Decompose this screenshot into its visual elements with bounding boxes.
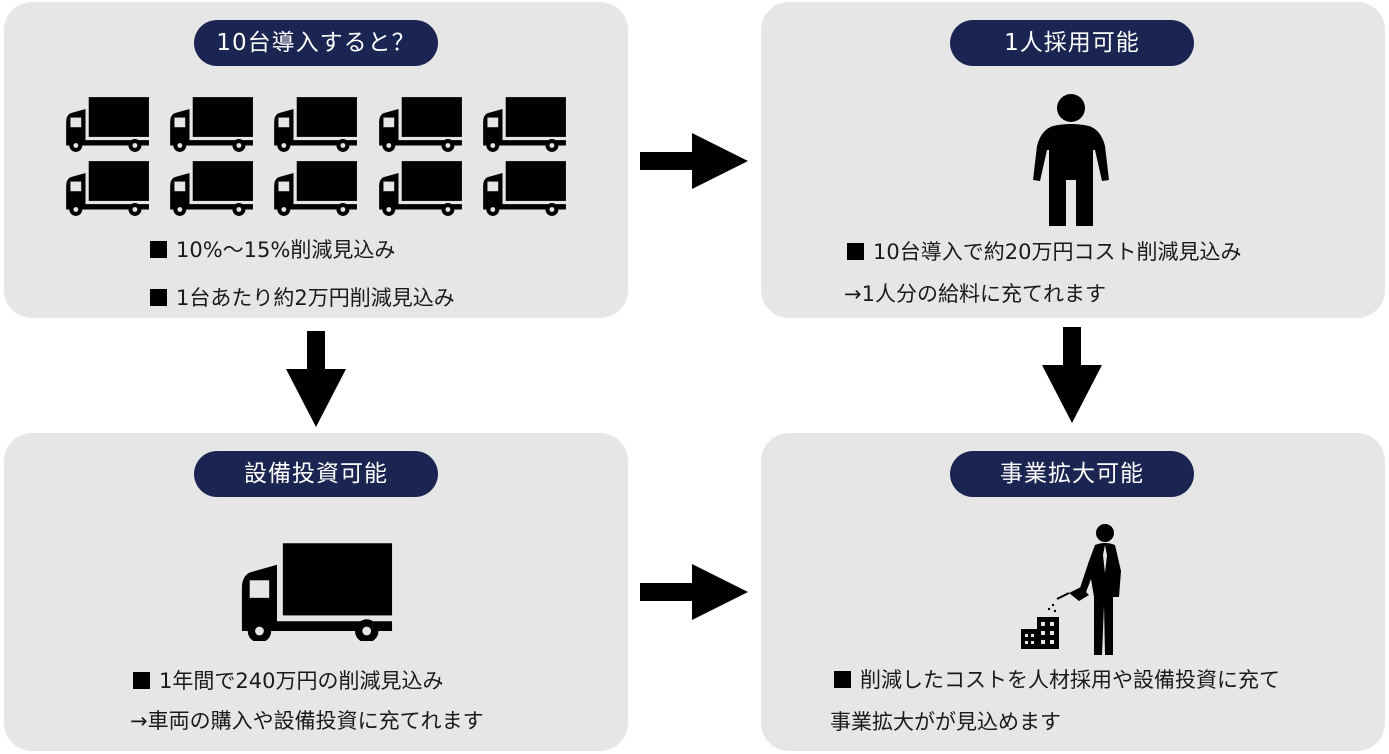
- panel-hire-one-person: 1人採用可能 10台導入で約20万円コスト削減見込み →1人分の給料に充てれます: [761, 2, 1385, 318]
- bullet-square-icon: [150, 289, 167, 306]
- truck-icon: [168, 96, 254, 152]
- arrow-right-icon: [640, 133, 748, 189]
- bullet-square-icon: [834, 671, 851, 688]
- truck-icon: [377, 160, 463, 216]
- panel-title: 設備投資可能: [194, 451, 438, 497]
- arrow-right-icon: [640, 564, 748, 620]
- truck-icon: [64, 96, 150, 152]
- truck-icon: [481, 96, 567, 152]
- businessman-watering-building-icon: [1017, 521, 1127, 659]
- truck-icon: [377, 96, 463, 152]
- panel-title: 10台導入すると？: [194, 20, 438, 66]
- vehicle-purchase-text: →車両の購入や設備投資に充てれます: [130, 709, 484, 733]
- arrow-down-icon: [286, 331, 346, 427]
- panel-ten-units: 10台導入すると？ 10%～15%削減見込み 1台あたり約2万円削減見込み: [4, 2, 628, 318]
- bullet-square-icon: [150, 241, 167, 258]
- person-icon: [1031, 92, 1111, 230]
- panel-title: 事業拡大可能: [950, 451, 1194, 497]
- cost-reduction-text: 10台導入で約20万円コスト削減見込み: [847, 236, 1241, 266]
- panel-title: 1人採用可能: [950, 20, 1194, 66]
- expansion-text: 事業拡大がが見込めます: [830, 710, 1061, 734]
- annual-reduction-text: 1年間で240万円の削減見込み: [133, 665, 443, 695]
- truck-icon: [272, 96, 358, 152]
- truck-icon: [238, 543, 394, 641]
- bullet-square-icon: [133, 672, 150, 689]
- arrow-down-icon: [1042, 327, 1102, 423]
- truck-icon: [272, 160, 358, 216]
- truck-icon: [481, 160, 567, 216]
- panel-equipment-investment: 設備投資可能 1年間で240万円の削減見込み →車両の購入や設備投資に充てれます: [4, 433, 628, 751]
- per-unit-reduction-text: 1台あたり約2万円削減見込み: [150, 282, 455, 312]
- reduction-rate-text: 10%～15%削減見込み: [150, 234, 395, 264]
- bullet-square-icon: [847, 243, 864, 260]
- truck-icon: [64, 160, 150, 216]
- panel-business-expansion: 事業拡大可能 削減したコストを人: [761, 433, 1385, 751]
- salary-text: →1人分の給料に充てれます: [844, 282, 1106, 306]
- truck-icon: [168, 160, 254, 216]
- reinvestment-text: 削減したコストを人材採用や設備投資に充て: [834, 664, 1280, 694]
